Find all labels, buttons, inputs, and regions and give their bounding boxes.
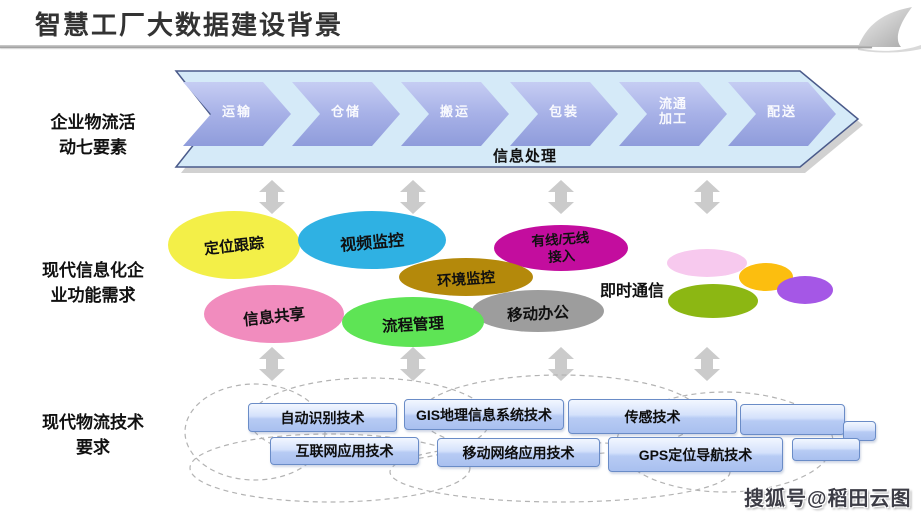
bubble-mobile-office: [472, 290, 604, 332]
process-step-shape: [510, 82, 618, 146]
tech-button-auto-id: 自动识别技术: [248, 403, 397, 432]
bubble-label-instant-messaging: 即时通信: [599, 283, 664, 300]
page-title: 智慧工厂大数据建设背景: [35, 10, 344, 40]
process-step-shape: [619, 82, 727, 146]
process-step-shape: [401, 82, 509, 146]
tech-button-empty: [740, 404, 845, 435]
double-arrow-icon: [259, 180, 285, 214]
double-arrow-icon: [548, 347, 574, 381]
bubble-video: [298, 211, 446, 269]
section-label-logistics: 企业物流活 动七要素: [18, 110, 168, 160]
double-arrow-icon: [400, 180, 426, 214]
section-label-tech: 现代物流技术 要求: [18, 410, 168, 460]
section-label-line: 现代信息化企: [42, 261, 144, 280]
section-label-line: 业功能需求: [50, 286, 136, 305]
watermark: 搜狐号@稻田云图: [744, 488, 912, 510]
bubble-info-share: [204, 285, 344, 343]
section-label-line: 现代物流技术: [42, 413, 144, 432]
process-step-packaging: 包装: [548, 104, 579, 119]
tech-button-mobile-network: 移动网络应用技术: [437, 438, 600, 467]
double-arrow-icon: [400, 347, 426, 381]
process-step-handling: 搬运: [439, 104, 470, 119]
bubble-process-mgmt: [342, 297, 484, 347]
tech-button-gis: GIS地理信息系统技术: [404, 399, 564, 430]
title-underline: [0, 45, 872, 48]
process-step-shape: [728, 82, 836, 146]
section-label-line: 企业物流活: [50, 113, 136, 132]
process-step-delivery: 配送: [766, 104, 797, 119]
tech-button-empty: [792, 438, 860, 461]
process-step-line: 流通: [658, 96, 687, 111]
double-arrow-icon: [259, 347, 285, 381]
tech-button-internet: 互联网应用技术: [270, 437, 419, 465]
section-label-info-needs: 现代信息化企 业功能需求: [18, 258, 168, 308]
process-step-storage: 仓储: [330, 104, 361, 119]
small-bubble: [667, 249, 747, 277]
double-arrow-icon: [548, 180, 574, 214]
section-label-line: 要求: [76, 438, 110, 457]
double-arrow-icon: [694, 347, 720, 381]
process-step-transport: 运输: [221, 104, 252, 119]
process-step-shape: [292, 82, 400, 146]
page-curl-shadow: [858, 45, 921, 53]
process-step-line: 加工: [658, 111, 687, 126]
process-step-distribution-processing: 流通 加工: [628, 96, 718, 126]
bubble-environment: [399, 258, 533, 296]
small-bubble: [739, 263, 793, 291]
bubble-wired-wireless: [494, 225, 628, 271]
bubble-positioning: [168, 211, 300, 279]
info-processing-banner: 信息处理: [492, 148, 557, 165]
tech-button-sensor: 传感技术: [568, 399, 737, 434]
process-step-shapes: [183, 82, 836, 146]
section-label-line: 动七要素: [59, 138, 127, 157]
tech-button-gps: GPS定位导航技术: [608, 437, 783, 472]
double-arrow-icon: [694, 180, 720, 214]
process-step-shape: [183, 82, 291, 146]
small-bubble: [668, 284, 758, 318]
page-curl-icon: [858, 7, 912, 47]
small-bubble: [777, 276, 833, 304]
